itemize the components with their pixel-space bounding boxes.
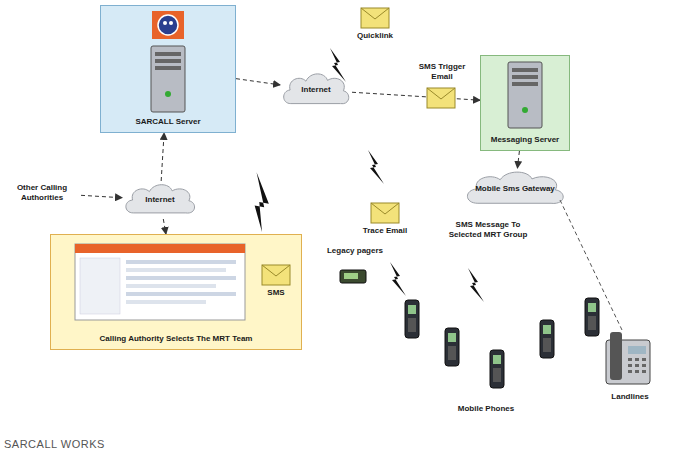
source-text: Other Calling Authorities <box>3 178 81 208</box>
envelope-label: SMS <box>256 288 296 298</box>
node-text: Calling Authority Selects The MRT Team <box>100 334 253 344</box>
node-text: Messaging Server <box>491 135 559 145</box>
message-label: SMS Message To Selected MRT Group <box>440 220 536 239</box>
dashed-arrow <box>236 79 280 85</box>
device-label: Landlines <box>598 392 662 402</box>
gateway-cloud: Mobile Sms Gateway <box>462 168 568 210</box>
caption: SARCALL WORKS <box>4 438 105 450</box>
node-text: SARCALL Server <box>135 117 200 127</box>
dashed-arrow <box>81 195 122 197</box>
envelope-label: Trace Email <box>360 226 410 236</box>
envelope-label: SMS Trigger Email <box>414 62 470 81</box>
dashed-arrow <box>517 151 519 168</box>
internet-cloud: Internet <box>122 181 198 219</box>
dashed-arrow <box>163 219 166 234</box>
node-text: Internet <box>301 85 330 95</box>
device-label: Mobile Phones <box>450 404 522 414</box>
server-box: SARCALL Server <box>100 5 236 133</box>
node-text: Other Calling Authorities <box>5 183 79 202</box>
calling-authority-box: Calling Authority Selects The MRT Team <box>50 234 302 350</box>
server-box: Messaging Server <box>480 55 570 151</box>
dashed-arrow <box>161 133 164 181</box>
envelope-label: Quicklink <box>345 31 405 41</box>
dashed-arrow <box>352 92 480 100</box>
node-text: Mobile Sms Gateway <box>475 184 555 194</box>
internet-cloud: Internet <box>280 70 352 110</box>
device-label: Legacy pagers <box>322 246 388 256</box>
node-text: Internet <box>145 195 174 205</box>
